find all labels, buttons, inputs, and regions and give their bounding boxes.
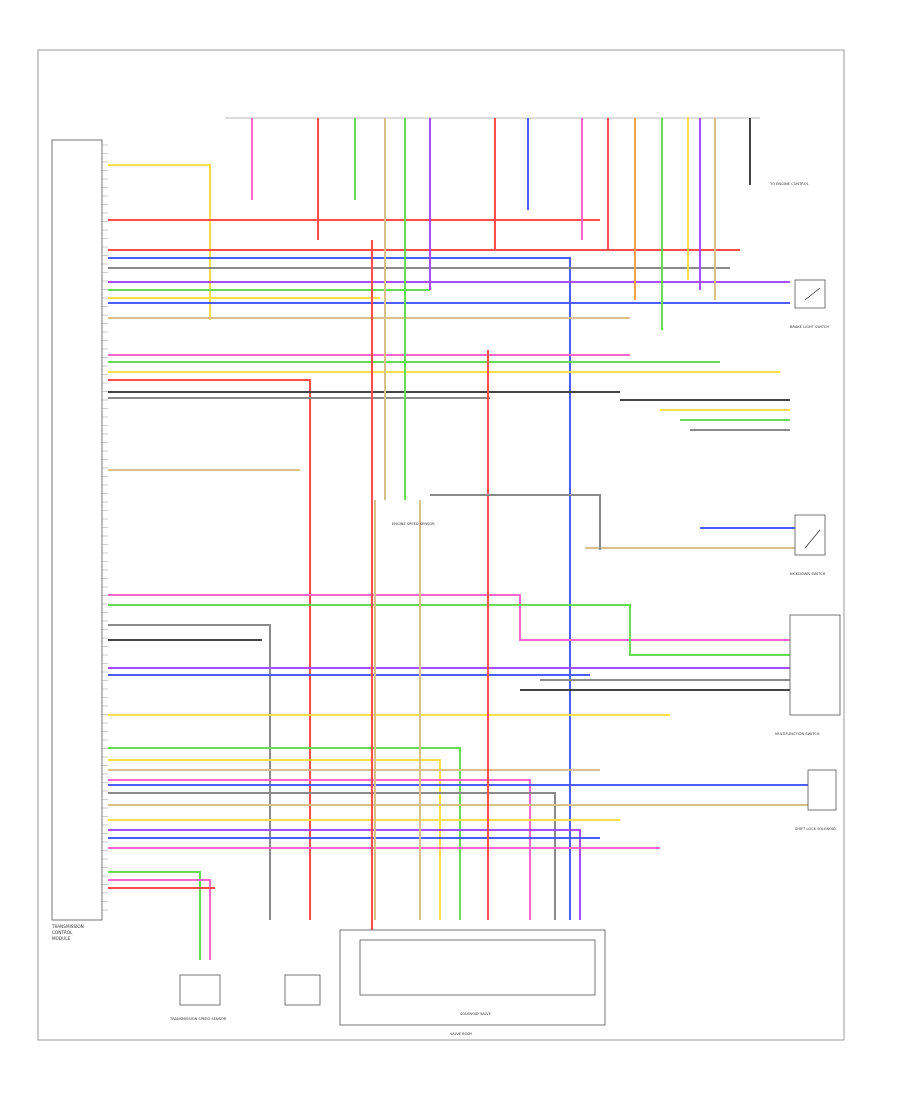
brake-switch-contact (804, 287, 821, 301)
center-sensor-wire (430, 494, 601, 550)
diagram-border (37, 49, 845, 1041)
to-engine-control-label: TO ENGINE CONTROL (769, 182, 809, 186)
wire-25 (108, 759, 441, 920)
multifunction-switch (789, 614, 841, 716)
wire-13 (108, 379, 311, 920)
kickdown-switch-contact (804, 529, 821, 549)
transmission-speed-sensor-label: TRANSMISSION SPEED SENSOR (169, 1017, 227, 1021)
kickdown-switch-label: KICKDOWN SWITCH (790, 572, 826, 576)
control-module-label-3: MODULE (52, 936, 71, 941)
solenoid-block (359, 939, 596, 996)
control-module-label-2: CONTROL (52, 930, 73, 935)
wire-harness (108, 118, 810, 960)
kickdown-switch (794, 514, 826, 556)
brake-light-switch (794, 279, 826, 309)
wire-19 (108, 624, 271, 920)
wire-32 (108, 829, 581, 920)
wire-17 (108, 594, 790, 641)
wire-18 (108, 604, 790, 656)
engine-speed-sensor-box (284, 974, 321, 1006)
wire-35 (108, 871, 201, 960)
wire-0 (108, 164, 211, 320)
wire-36 (108, 879, 211, 960)
valve-body-label: VALVE BODY (450, 1032, 473, 1036)
multifunction-switch-label: MULTIFUNCTION SWITCH (775, 732, 820, 736)
solenoid-block-label: SOLENOID VALVE (460, 1012, 492, 1016)
shift-lock-solenoid (807, 769, 837, 811)
wire-29 (108, 792, 556, 920)
module-pin-ticks (102, 144, 108, 911)
engine-speed-sensor-label: ENGINE SPEED SENSOR (392, 522, 435, 526)
wire-27 (108, 779, 531, 920)
wire-24 (108, 747, 461, 920)
control-module-label-1: TRANSMISSION (51, 924, 84, 929)
brake-light-switch-label: BRAKE LIGHT SWITCH (790, 325, 829, 329)
control-module-box (51, 139, 103, 921)
transmission-speed-sensor (179, 974, 221, 1006)
wire-3 (108, 257, 571, 920)
shift-lock-label: SHIFT LOCK SOLENOID (795, 827, 836, 831)
